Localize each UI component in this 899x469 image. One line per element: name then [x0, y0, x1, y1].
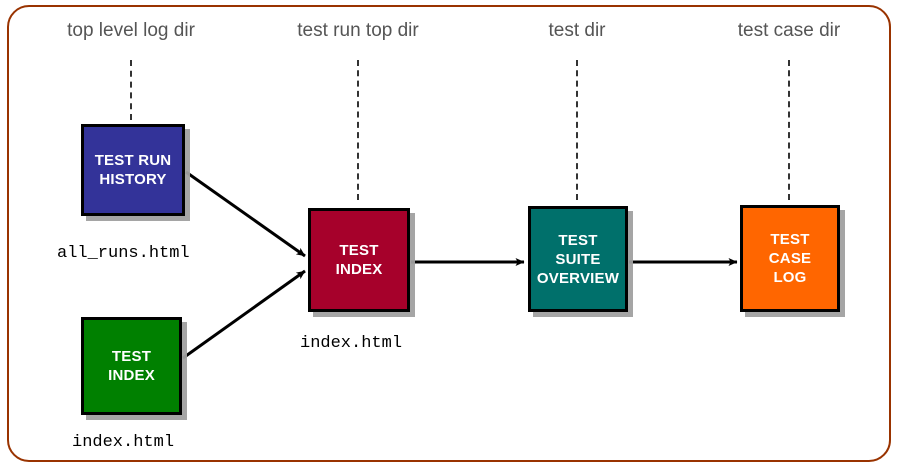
- node-test-run-history-line-2: HISTORY: [99, 171, 167, 188]
- column-label-test-case-dir: test case dir: [737, 20, 841, 41]
- caption-all-runs-html: all_runs.html: [57, 244, 190, 263]
- node-test-case-log-line-3: LOG: [773, 269, 807, 286]
- node-test-suite-overview-line-3: OVERVIEW: [536, 269, 620, 287]
- drop-line-top-level-log-dir: [130, 60, 132, 120]
- node-test-index-green-line-1: TEST: [111, 348, 152, 365]
- node-test-run-history-line-1: TEST RUN: [94, 152, 172, 169]
- node-test-index-green-line-2: INDEX: [108, 367, 155, 384]
- node-test-case-log-line-2: CASE: [768, 250, 812, 267]
- node-test-index-red[interactable]: TEST INDEX: [308, 208, 410, 312]
- column-label-test-dir: test dir: [548, 20, 606, 41]
- drop-line-test-run-top-dir: [357, 60, 359, 200]
- drop-line-test-case-dir: [788, 60, 790, 200]
- node-test-index-red-line-2: INDEX: [335, 261, 383, 278]
- diagram-frame-border: [7, 5, 891, 462]
- node-test-index-green[interactable]: TEST INDEX: [81, 317, 182, 415]
- node-test-index-red-line-1: TEST: [339, 242, 379, 259]
- node-test-suite-overview-line-1: TEST: [558, 231, 598, 249]
- caption-index-html-red: index.html: [300, 334, 403, 353]
- node-test-suite-overview[interactable]: TEST SUITE OVERVIEW: [528, 206, 628, 312]
- node-test-run-history[interactable]: TEST RUN HISTORY: [81, 124, 185, 216]
- column-label-top-level-log-dir: top level log dir: [67, 20, 195, 41]
- node-test-suite-overview-line-2: SUITE: [555, 250, 601, 268]
- drop-line-test-dir: [576, 60, 578, 200]
- node-test-case-log-line-1: TEST: [770, 231, 810, 248]
- caption-index-html-green: index.html: [72, 433, 175, 452]
- node-test-case-log[interactable]: TEST CASE LOG: [740, 205, 840, 312]
- column-label-test-run-top-dir: test run top dir: [297, 20, 419, 41]
